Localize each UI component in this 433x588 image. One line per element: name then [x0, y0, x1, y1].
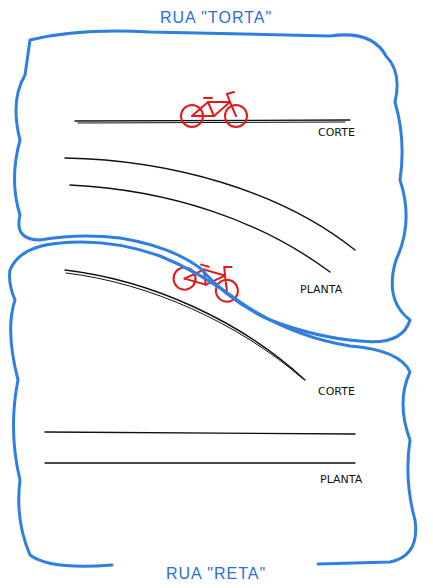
- view-label: PLANTA: [300, 283, 342, 296]
- view-label: CORTE: [318, 126, 355, 139]
- view-label: CORTE: [318, 385, 355, 398]
- bicycle: [181, 92, 247, 127]
- street-outline: RUA "TORTA" CORTE PLANTA: [0, 0, 433, 350]
- bicycle-sketches: [171, 92, 247, 304]
- blob-outline: [0, 230, 433, 588]
- street-title: RUA "TORTA": [160, 8, 272, 27]
- view-label: PLANTA: [320, 473, 362, 486]
- street-outline: CORTE PLANTA RUA "RETA": [0, 230, 433, 588]
- street-title: RUA "RETA": [166, 564, 266, 583]
- road-lines: [45, 120, 355, 463]
- blob-outline: [0, 0, 433, 350]
